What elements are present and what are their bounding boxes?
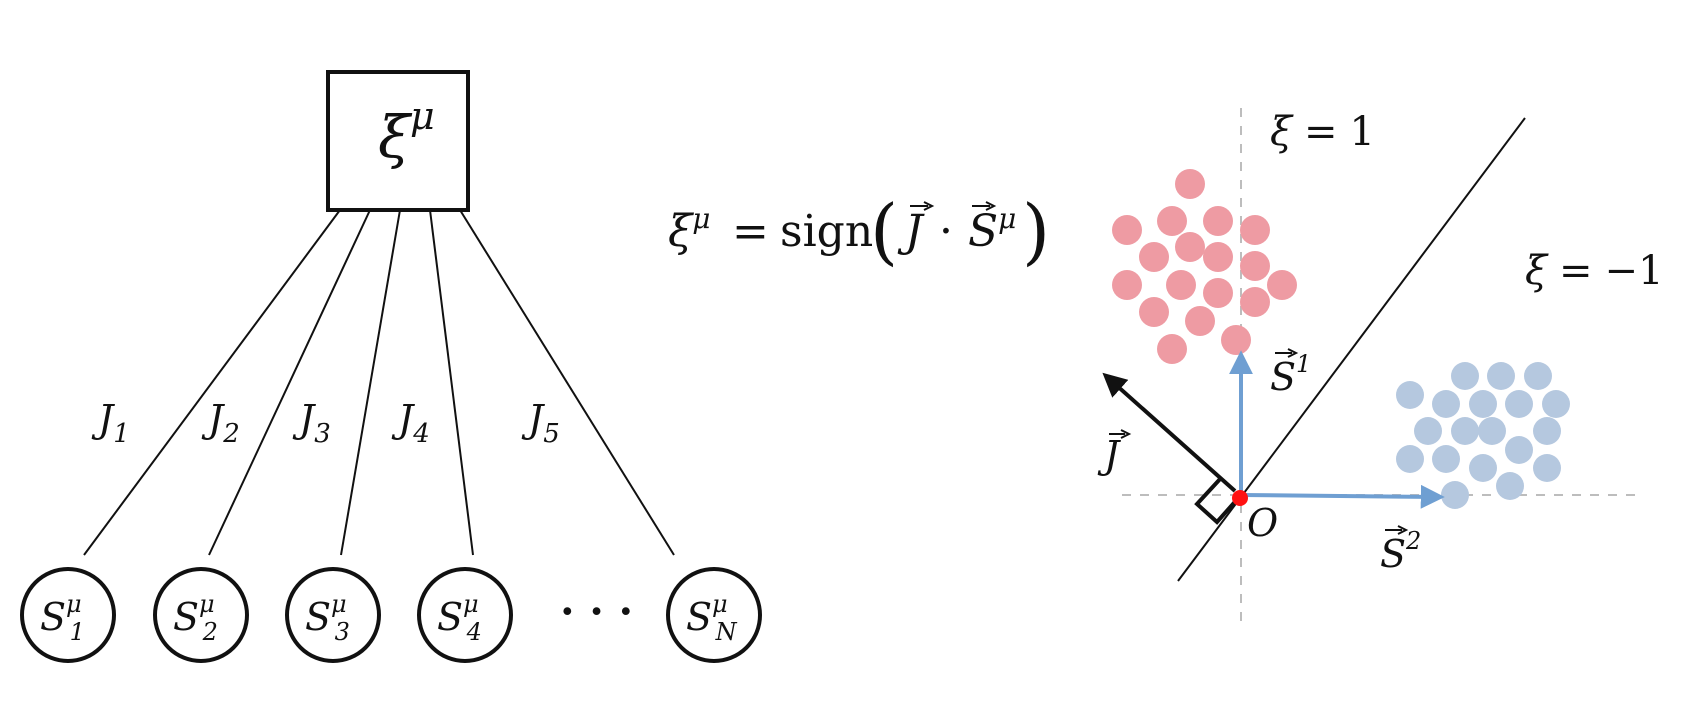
vector-s1-label-text: S1 (1270, 350, 1311, 399)
right-angle-marker (1194, 476, 1243, 525)
positive-point (1175, 232, 1205, 262)
negative-point (1496, 472, 1524, 500)
negative-point (1487, 362, 1515, 390)
equation-vector-j-arrow-head (923, 201, 935, 211)
weight-label-1: J1 (91, 397, 130, 449)
connection-line-5 (459, 209, 675, 556)
negative-point (1505, 390, 1533, 418)
equation-equals: = (732, 206, 769, 257)
positive-point (1221, 325, 1251, 355)
negative-point (1414, 417, 1442, 445)
positive-point (1203, 278, 1233, 308)
negative-point (1396, 445, 1424, 473)
input-node-circle-2 (153, 567, 249, 663)
connection-line-1 (83, 209, 341, 556)
positive-point (1185, 306, 1215, 336)
vector-j-label: J (1097, 429, 1132, 477)
positive-point (1203, 206, 1233, 236)
weight-label-2: J2 (201, 397, 240, 449)
equation-vector-j-symbol: J (897, 206, 925, 257)
negative-point (1432, 390, 1460, 418)
positive-point (1166, 270, 1196, 300)
equation-vector-j: J (897, 201, 935, 257)
negative-point (1524, 362, 1552, 390)
input-ellipsis: · · · (560, 587, 633, 636)
negative-point (1478, 417, 1506, 445)
positive-point (1157, 206, 1187, 236)
positive-point (1203, 242, 1233, 272)
negative-point (1533, 454, 1561, 482)
positive-point (1139, 242, 1169, 272)
input-node-circle-3 (285, 567, 381, 663)
vector-s1-label-arrow-head (1287, 348, 1299, 358)
vector-s2-label-text: S2 (1380, 527, 1421, 576)
weight-label-3: J3 (292, 397, 331, 449)
equation-vector-s-symbol: Sμ (968, 202, 1016, 257)
equation-function: sign (780, 206, 873, 257)
equation-vector-s-arrow-head (985, 201, 997, 211)
origin-point (1232, 490, 1248, 506)
connection-line-3 (340, 209, 401, 556)
vector-j-arrow (1102, 372, 1237, 493)
negative-point (1533, 417, 1561, 445)
connection-line-2 (208, 209, 371, 556)
input-node-circle-5 (666, 567, 762, 663)
positive-point (1240, 287, 1270, 317)
positive-cluster (1112, 169, 1297, 364)
weight-label-4: J4 (391, 397, 430, 449)
positive-point (1157, 334, 1187, 364)
negative-point (1451, 417, 1479, 445)
geometry-panel: O J S1 S2 ξ=1 ξ=−1 (1097, 108, 1664, 626)
positive-point (1139, 297, 1169, 327)
negative-point (1469, 390, 1497, 418)
class-negative-label: ξ=−1 (1525, 248, 1664, 294)
vector-s2-arrow (1240, 484, 1445, 509)
origin-label: O (1247, 501, 1278, 545)
positive-point (1175, 169, 1205, 199)
equation-dot: · (939, 206, 953, 257)
equation: ξμ = sign ( J · Sμ ) (668, 189, 1050, 273)
equation-close-paren: ) (1022, 189, 1050, 273)
vector-j-label-arrow-head (1120, 429, 1132, 439)
negative-point (1432, 445, 1460, 473)
output-node-label: ξμ (378, 94, 435, 171)
input-node-circle-1 (20, 567, 116, 663)
vector-s2-label-arrow-head (1397, 525, 1409, 535)
positive-point (1267, 270, 1297, 300)
equation-vector-s: Sμ (968, 201, 1016, 257)
equation-lhs: ξμ (668, 202, 710, 257)
negative-point (1469, 454, 1497, 482)
vector-j-label-symbol: J (1097, 433, 1121, 477)
equation-open-paren: ( (870, 189, 898, 273)
input-node-circle-4 (417, 567, 513, 663)
negative-cluster (1396, 362, 1570, 509)
connection-line-4 (429, 209, 474, 556)
negative-point (1441, 481, 1469, 509)
negative-point (1396, 381, 1424, 409)
vector-s1-label: S1 (1270, 348, 1311, 399)
output-node-box (326, 70, 470, 212)
class-positive-label: ξ=1 (1270, 109, 1375, 155)
weight-label-5: J5 (521, 397, 560, 449)
negative-point (1451, 362, 1479, 390)
positive-point (1240, 215, 1270, 245)
negative-point (1505, 436, 1533, 464)
vector-s2-label: S2 (1380, 525, 1421, 576)
positive-point (1112, 270, 1142, 300)
positive-point (1112, 215, 1142, 245)
positive-point (1240, 251, 1270, 281)
negative-point (1542, 390, 1570, 418)
